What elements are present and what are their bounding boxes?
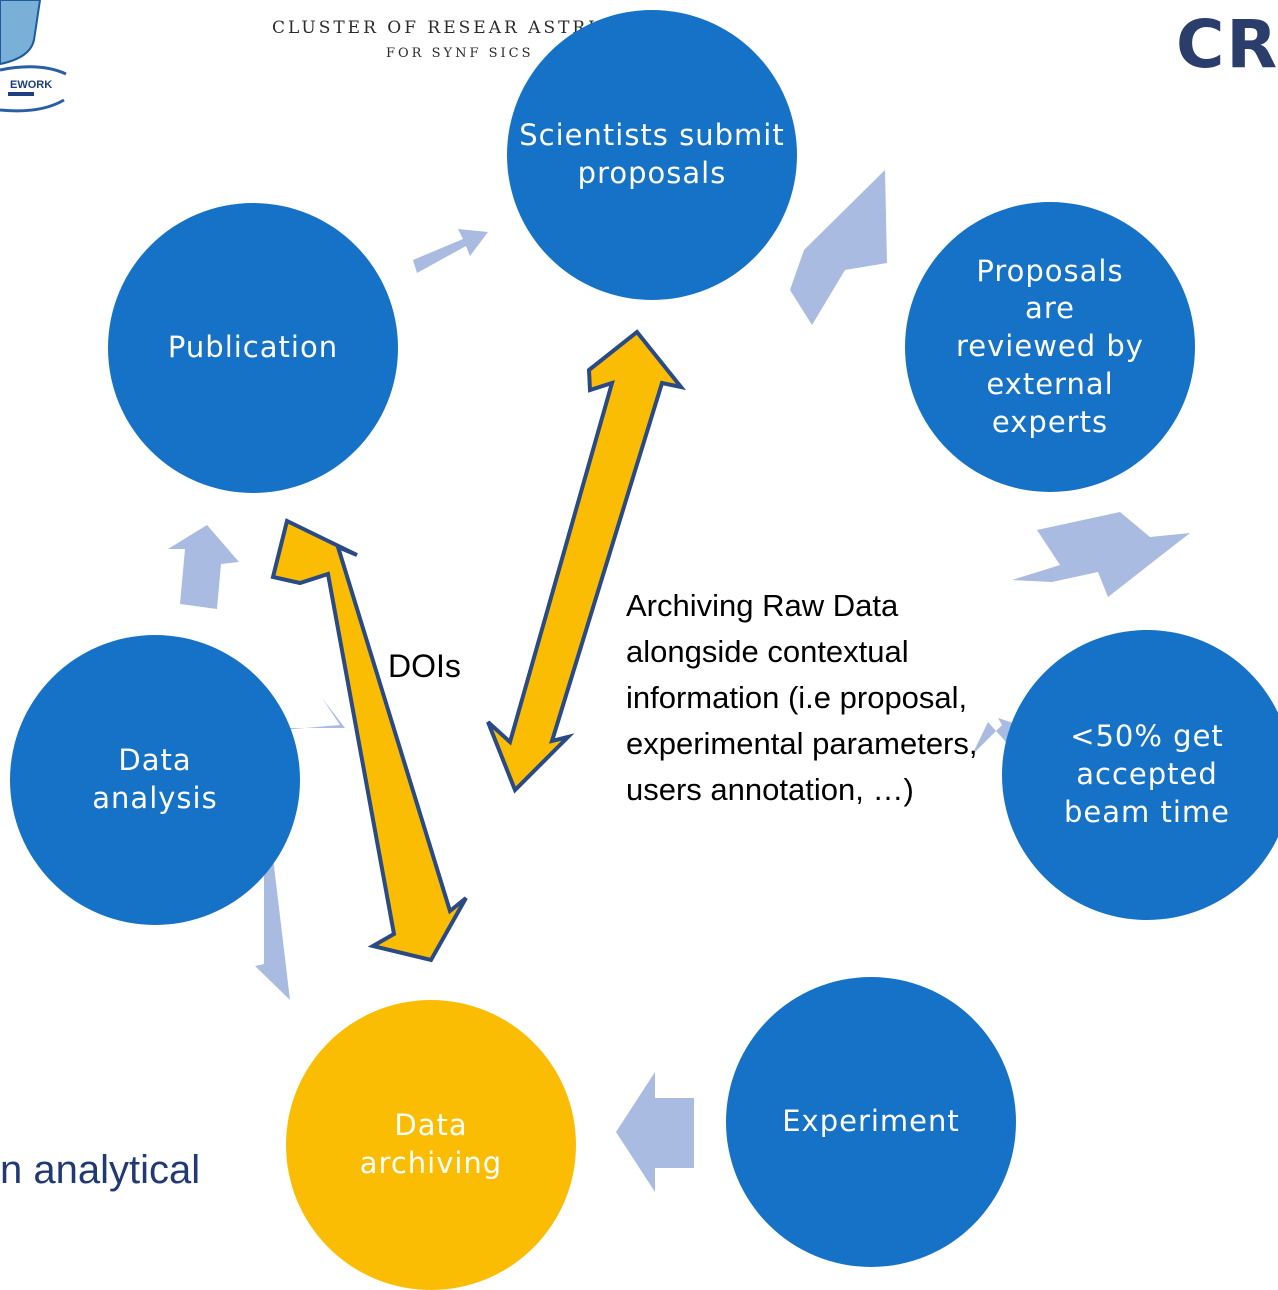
node-reviewed-label: Proposals are reviewed by external exper… bbox=[956, 253, 1144, 439]
arrow-scientists-to-reviewed bbox=[790, 170, 887, 325]
node-scientists-label: Scientists submit proposals bbox=[519, 118, 785, 190]
node-accepted-beam-time: <50% get accepted beam time bbox=[1002, 630, 1278, 920]
node-experiment-label: Experiment bbox=[782, 1104, 960, 1139]
arrow-archiving-to-analysis bbox=[255, 698, 345, 1000]
arrow-reviewed-to-accepted bbox=[1012, 512, 1190, 597]
node-data-archiving: Data archiving bbox=[286, 1000, 576, 1290]
arrow-analysis-to-publication bbox=[168, 525, 239, 609]
dois-label: DOIs bbox=[388, 648, 461, 684]
double-arrow-publication-archiving bbox=[270, 518, 468, 963]
emblem-text: EWORK bbox=[10, 79, 52, 91]
arrow-experiment-to-archiving bbox=[616, 1072, 694, 1192]
archiving-raw-data-note: Archiving Raw Data alongside contextual … bbox=[626, 588, 978, 807]
node-proposals-reviewed: Proposals are reviewed by external exper… bbox=[905, 202, 1195, 492]
cycle-arrows-layer bbox=[168, 170, 1190, 1192]
node-accepted-label: <50% get accepted beam time bbox=[1063, 719, 1230, 829]
partial-footer-text: n analytical bbox=[0, 1148, 201, 1192]
partial-logo-text: CR bbox=[1176, 6, 1278, 83]
arrow-publication-to-scientists bbox=[413, 229, 488, 273]
header-cluster-subtitle: FOR SYNF SICS bbox=[386, 46, 534, 61]
node-experiment: Experiment bbox=[726, 977, 1016, 1267]
node-analysis-label: Data analysis bbox=[92, 743, 218, 815]
emblem-logo: EWORK bbox=[0, 0, 67, 113]
node-publication-label: Publication bbox=[167, 330, 339, 365]
node-archiving-label: Data archiving bbox=[359, 1108, 503, 1180]
double-arrow-scientists-archiving bbox=[486, 329, 687, 794]
node-publication: Publication bbox=[108, 203, 398, 493]
node-scientists-submit-proposals: Scientists submit proposals bbox=[507, 10, 797, 300]
node-data-analysis: Data analysis bbox=[10, 635, 300, 925]
